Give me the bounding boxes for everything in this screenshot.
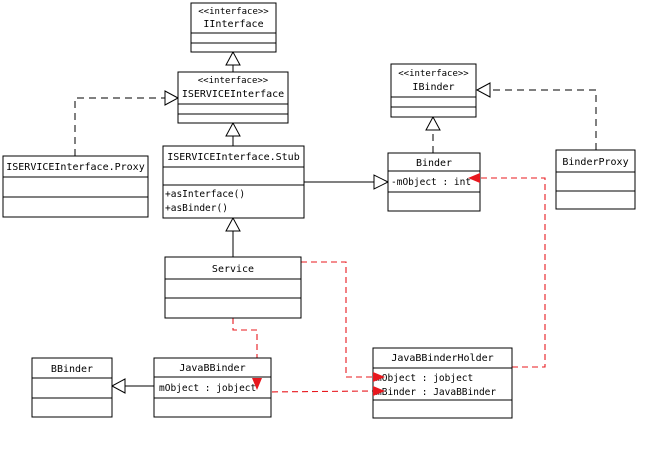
binder-name: Binder <box>416 158 452 169</box>
ref-arrowheads-top <box>252 173 480 396</box>
javabbinder-field-mobject: mObject : jobject <box>159 383 256 394</box>
binder-field-mobject: -mObject : int <box>391 177 471 188</box>
class-iservice-stub: ISERVICEInterface.Stub +asInterface() +a… <box>162 145 305 219</box>
edge-service-extends-stub <box>225 216 241 257</box>
ibinder-name: IBinder <box>412 82 454 93</box>
stub-name: ISERVICEInterface.Stub <box>167 152 299 163</box>
edge-binderproxy-implements-ibinder <box>475 82 597 150</box>
ibinder-stereotype: <<interface>> <box>398 69 469 79</box>
class-iservice-proxy: ISERVICEInterface.Proxy <box>2 155 149 218</box>
proxy-name: ISERVICEInterface.Proxy <box>6 162 144 173</box>
edge-stub-extends-binder <box>304 174 390 190</box>
class-binder-proxy: BinderProxy <box>555 149 636 210</box>
javabbinder-name: JavaBBinder <box>179 363 245 374</box>
class-iinterface: <<interface>> IInterface <box>190 2 277 53</box>
class-bbinder: BBinder <box>31 357 113 418</box>
iinterface-name: IInterface <box>203 19 263 30</box>
stub-method-asbinder: +asBinder() <box>165 203 228 214</box>
iservice-stereotype: <<interface>> <box>198 76 269 86</box>
stub-method-asinterface: +asInterface() <box>165 189 245 200</box>
holder-field-mbinder: mBinder : JavaBBinder <box>376 387 496 398</box>
class-binder: Binder -mObject : int <box>387 152 481 212</box>
edge-binder-implements-ibinder <box>425 115 441 153</box>
class-ibinder: <<interface>> IBinder <box>390 63 477 118</box>
ref-service-to-holder <box>301 261 385 382</box>
edge-proxy-implements-iservice <box>74 90 180 156</box>
bbinder-name: BBinder <box>51 364 93 375</box>
binderproxy-name: BinderProxy <box>562 157 628 168</box>
class-iservice-interface: <<interface>> ISERVICEInterface <box>177 71 289 124</box>
ref-javabbinder-to-holder <box>261 386 385 396</box>
edge-iservice-extends-iinterface <box>225 50 241 72</box>
holder-field-mobject: mObject : jobject <box>376 373 473 384</box>
class-java-bbinder: JavaBBinder mObject : jobject <box>153 357 272 418</box>
edge-javabbinder-extends-bbinder <box>110 378 154 394</box>
class-service: Service <box>164 256 302 319</box>
holder-name: JavaBBinderHolder <box>391 353 493 364</box>
class-java-bbinder-holder: JavaBBinderHolder mObject : jobject mBin… <box>372 347 513 419</box>
iservice-name: ISERVICEInterface <box>182 89 284 100</box>
iinterface-stereotype: <<interface>> <box>198 7 269 17</box>
service-name: Service <box>212 264 254 275</box>
edge-stub-extends-iservice <box>225 121 241 146</box>
